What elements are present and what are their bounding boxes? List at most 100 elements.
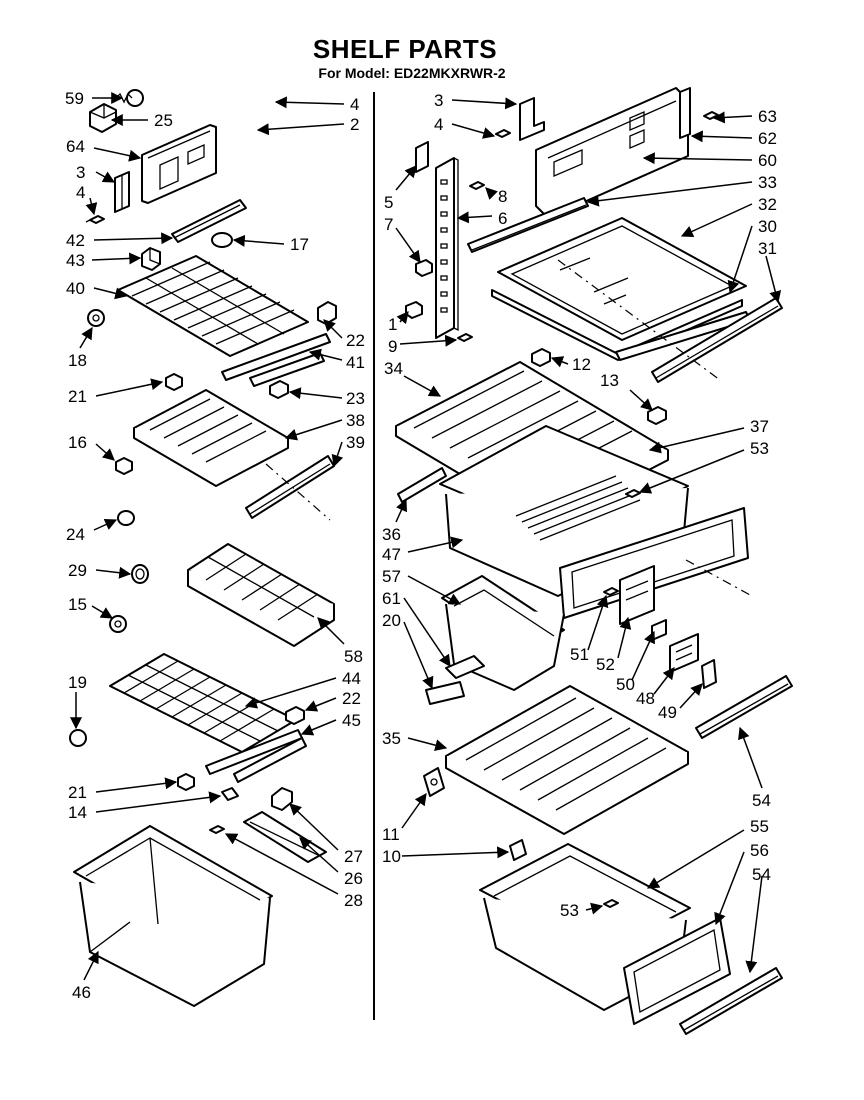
control-51 <box>603 587 619 596</box>
shelf-ladder-6 <box>435 157 459 339</box>
callout-label: 13 <box>600 371 619 390</box>
meat-pan-47 <box>439 425 689 597</box>
callout-label: 33 <box>758 173 777 192</box>
cover-48 <box>669 633 699 673</box>
page-title: SHELF PARTS <box>313 34 497 64</box>
rail-54a <box>695 675 793 739</box>
callout-label: 21 <box>68 783 87 802</box>
callout-label: 14 <box>68 803 87 822</box>
callout-label: 10 <box>382 847 401 866</box>
callout-label: 41 <box>346 353 365 372</box>
shelf-support-18 <box>87 309 105 327</box>
callout-label: 37 <box>750 417 769 436</box>
bracket-20 <box>425 681 465 705</box>
callout-label: 60 <box>758 151 777 170</box>
model-subtitle: For Model: ED22MKXRWR-2 <box>318 65 505 81</box>
shelf-support-22 <box>317 301 337 325</box>
control-panel-60 <box>535 87 689 219</box>
support-19 <box>69 729 87 747</box>
callout-label: 22 <box>346 331 365 350</box>
pan-front-56 <box>623 917 731 1025</box>
callout-label: 2 <box>350 115 359 134</box>
callout-label: 32 <box>758 195 777 214</box>
glass-shelf-32 <box>497 217 747 341</box>
clip-1 <box>405 301 423 319</box>
slide-52 <box>619 565 655 625</box>
callout-label: 35 <box>382 729 401 748</box>
callout-label: 51 <box>570 645 589 664</box>
shelf-front-trim-42 <box>171 199 247 243</box>
callout-label: 22 <box>342 689 361 708</box>
ice-tray-58 <box>187 543 335 647</box>
callout-label: 3 <box>76 163 85 182</box>
callout-label: 34 <box>384 359 403 378</box>
callout-label: 64 <box>66 137 85 156</box>
clip-43 <box>141 247 161 271</box>
callout-label: 18 <box>68 351 87 370</box>
bracket-right-3 <box>519 97 545 141</box>
callout-label: 31 <box>758 239 777 258</box>
callout-label: 54 <box>752 865 771 884</box>
callout-label: 7 <box>384 215 393 234</box>
support-left-22b <box>285 706 305 725</box>
tray-38 <box>133 389 289 487</box>
knob-50 <box>651 619 667 641</box>
callout-label: 57 <box>382 567 401 586</box>
callout-label: 54 <box>752 791 771 810</box>
cap-24 <box>117 510 135 526</box>
screw-8 <box>469 181 485 190</box>
callout-label: 30 <box>758 217 777 236</box>
support-12 <box>531 348 551 367</box>
callout-label: 59 <box>65 89 84 108</box>
callout-label: 56 <box>750 841 769 860</box>
screw-right-4 <box>495 129 511 138</box>
assembly-line <box>557 259 721 381</box>
callout-label: 63 <box>758 107 777 126</box>
slide-36 <box>397 467 447 503</box>
callout-label: 48 <box>636 689 655 708</box>
leader-lines <box>70 92 782 981</box>
crisper-pan-46 <box>73 825 273 1007</box>
trim-31 <box>651 297 783 383</box>
clip-49 <box>701 659 717 689</box>
callout-label: 20 <box>382 611 401 630</box>
callout-label: 38 <box>346 411 365 430</box>
callout-label: 44 <box>342 669 361 688</box>
callout-label: 9 <box>388 337 397 356</box>
spacer-17 <box>211 232 233 248</box>
callout-label: 62 <box>758 129 777 148</box>
control-housing <box>141 124 217 204</box>
callout-label: 61 <box>382 589 401 608</box>
callout-label: 46 <box>72 983 91 1002</box>
support-21 <box>165 373 183 391</box>
callout-label: 45 <box>342 711 361 730</box>
callout-label: 26 <box>344 869 363 888</box>
callout-label: 1 <box>388 315 397 334</box>
callout-label: 23 <box>346 389 365 408</box>
callout-label: 12 <box>572 355 591 374</box>
callout-label: 16 <box>68 433 87 452</box>
wire-shelf-40 <box>117 255 309 357</box>
right-callouts: 3 4 5 7 1 9 8 6 34 36 47 57 61 20 35 11 … <box>382 91 777 920</box>
callout-label: 29 <box>68 561 87 580</box>
callout-label: 39 <box>346 433 365 452</box>
screw-left-4 <box>85 215 105 224</box>
callout-label: 40 <box>66 279 85 298</box>
callout-label: 36 <box>382 525 401 544</box>
clip-7 <box>415 259 433 277</box>
callout-label: 27 <box>344 847 363 866</box>
light-socket <box>89 103 117 133</box>
bracket-11 <box>423 767 445 797</box>
callout-label: 50 <box>616 675 635 694</box>
callout-label: 47 <box>382 545 401 564</box>
callout-label: 55 <box>750 817 769 836</box>
callout-label: 58 <box>344 647 363 666</box>
assembly-line <box>265 463 331 521</box>
callout-label: 25 <box>154 111 173 130</box>
callout-label: 8 <box>498 187 507 206</box>
callout-label: 52 <box>596 655 615 674</box>
callout-label: 5 <box>384 193 393 212</box>
callout-label: 28 <box>344 891 363 910</box>
callout-label: 53 <box>750 439 769 458</box>
rail-54b <box>679 967 783 1035</box>
